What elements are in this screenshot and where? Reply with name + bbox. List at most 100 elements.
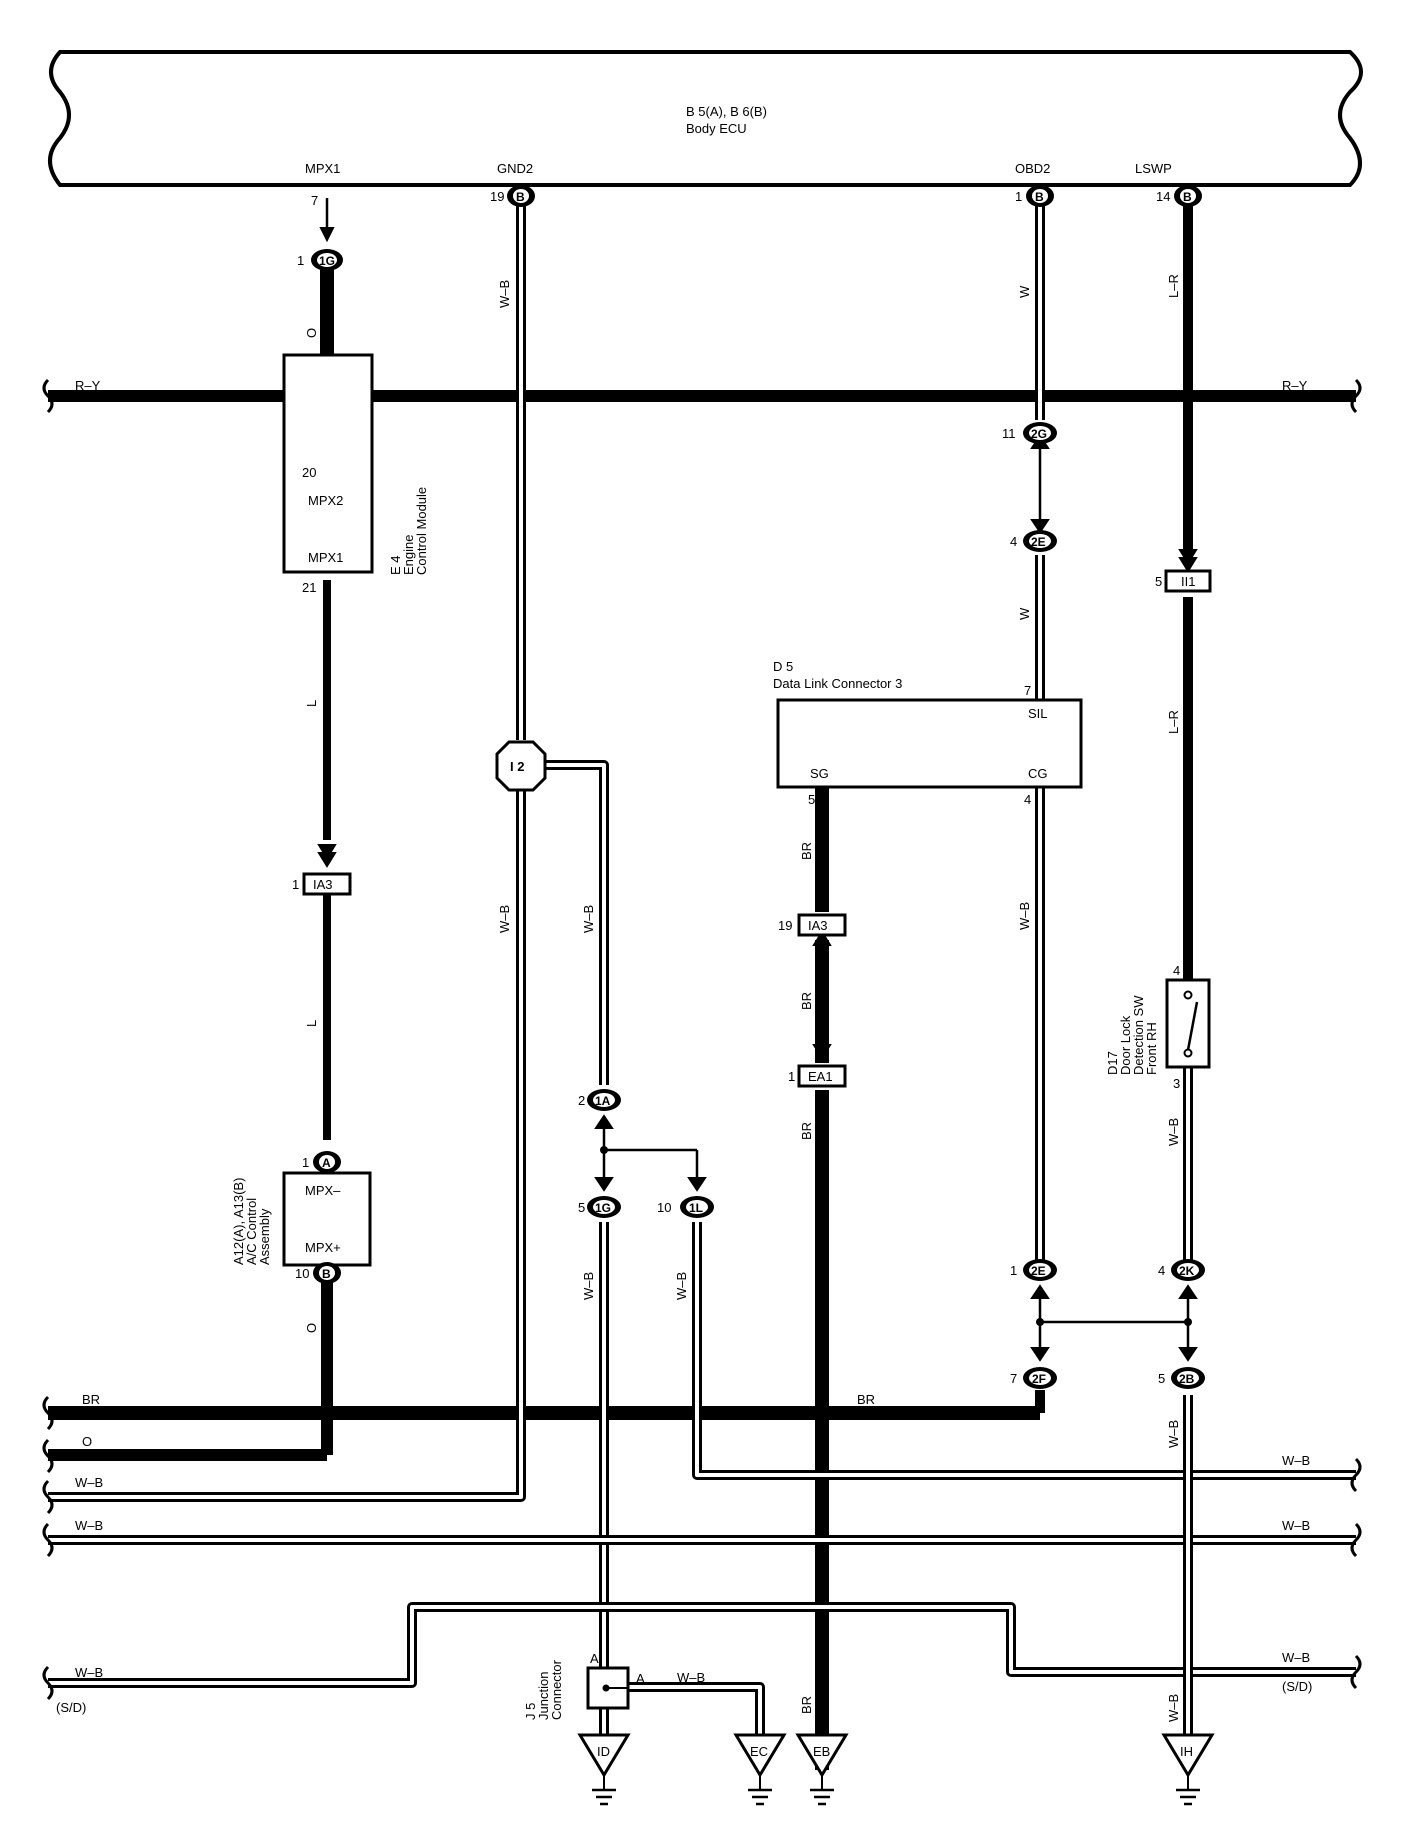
- svg-text:R–Y: R–Y: [1282, 378, 1308, 393]
- svg-text:4: 4: [1024, 792, 1031, 807]
- svg-text:EA1: EA1: [808, 1069, 833, 1084]
- dlc3-terminal-cg: CG: [1028, 766, 1048, 781]
- svg-text:2B: 2B: [1179, 1372, 1195, 1386]
- svg-text:14: 14: [1156, 189, 1170, 204]
- door-lock-detection-switch[interactable]: D17 Door Lock Detection SW Front RH: [1105, 978, 1211, 1075]
- svg-text:2G: 2G: [1031, 427, 1047, 441]
- ground-id[interactable]: ID: [577, 1733, 631, 1806]
- pin-numbers: 7 1 20 21 1 1 10 19 1 14 11 4 5 7 5 4 19…: [292, 189, 1180, 1386]
- svg-text:20: 20: [302, 465, 316, 480]
- junction-connector[interactable]: A A J 5 Junction Connector: [523, 1651, 645, 1720]
- connector-ii1[interactable]: II1: [1164, 569, 1212, 593]
- svg-text:4: 4: [1173, 963, 1180, 978]
- connector-ea1[interactable]: EA1: [797, 1064, 847, 1088]
- svg-text:W–B: W–B: [75, 1665, 103, 1680]
- ground-eb-label: EB: [813, 1744, 830, 1759]
- svg-text:W–B: W–B: [1166, 1118, 1181, 1146]
- svg-text:W–B: W–B: [75, 1518, 103, 1533]
- break-marks: [42, 378, 1362, 1701]
- svg-text:4: 4: [1158, 1263, 1165, 1278]
- j5-pin-out: A: [636, 1671, 645, 1686]
- connector-2g[interactable]: 2G: [1023, 422, 1057, 444]
- svg-text:W–B: W–B: [581, 1272, 596, 1300]
- sw-name-2: Detection SW: [1131, 995, 1146, 1075]
- ground-ec[interactable]: EC: [733, 1733, 787, 1806]
- chevron-down-icon: [594, 1177, 614, 1192]
- svg-text:5: 5: [578, 1200, 585, 1215]
- svg-text:10: 10: [295, 1266, 309, 1281]
- svg-text:W–B: W–B: [497, 905, 512, 933]
- connector-2e-bottom[interactable]: 2E: [1023, 1259, 1057, 1281]
- data-link-connector-3[interactable]: D 5 Data Link Connector 3 SIL SG CG: [773, 659, 1083, 789]
- junction-dots: [600, 1146, 1192, 1326]
- arrow-down-icon: [319, 227, 335, 243]
- svg-text:4: 4: [1010, 534, 1017, 549]
- ground-icon: [795, 1733, 849, 1778]
- connector-1g-bottom[interactable]: 1G: [587, 1196, 621, 1218]
- connector-2b[interactable]: 2B: [1171, 1367, 1205, 1389]
- svg-text:2E: 2E: [1031, 535, 1046, 549]
- dlc3-code: D 5: [773, 659, 793, 674]
- ac-control-assembly[interactable]: MPX– MPX+ A12(A), A13(B) A/C Control Ass…: [231, 1171, 372, 1267]
- svg-text:(S/D): (S/D): [56, 1700, 86, 1715]
- connector-b-gnd2[interactable]: B: [507, 185, 535, 207]
- svg-text:W–B: W–B: [674, 1272, 689, 1300]
- ac-name-1: A/C Control: [244, 1198, 259, 1265]
- switch-contact-icon: [1186, 1001, 1199, 1051]
- chevron-up-icon: [1178, 1284, 1198, 1299]
- body-ecu[interactable]: B 5(A), B 6(B) Body ECU MPX1 GND2 OBD2 L…: [48, 50, 1363, 187]
- svg-text:2F: 2F: [1032, 1372, 1046, 1386]
- connector-b-ac[interactable]: B: [313, 1262, 341, 1284]
- svg-text:II1: II1: [1181, 574, 1195, 589]
- j5-pin-in: A: [590, 1651, 599, 1666]
- svg-text:2K: 2K: [1179, 1264, 1195, 1278]
- connector-1l[interactable]: 1L: [680, 1196, 714, 1218]
- svg-text:L: L: [304, 700, 319, 707]
- svg-text:11: 11: [1002, 426, 1016, 441]
- svg-text:5: 5: [808, 792, 815, 807]
- connectors: 1G B B B 2G 2E A: [302, 185, 1212, 1389]
- svg-text:W: W: [1017, 607, 1032, 620]
- connector-i2[interactable]: I 2: [495, 740, 547, 792]
- ac-code: A12(A), A13(B): [231, 1178, 246, 1265]
- svg-text:W–B: W–B: [1166, 1420, 1181, 1448]
- svg-text:W–B: W–B: [677, 1670, 705, 1685]
- ground-eb[interactable]: EB: [795, 1733, 849, 1806]
- connector-b-lswp[interactable]: B: [1174, 185, 1202, 207]
- connector-b-obd2[interactable]: B: [1026, 185, 1054, 207]
- connector-2e-top[interactable]: 2E: [1023, 530, 1057, 552]
- svg-text:7: 7: [1010, 1371, 1017, 1386]
- svg-text:B: B: [516, 190, 525, 204]
- chevron-down-icon: [317, 844, 337, 860]
- svg-text:7: 7: [311, 193, 318, 208]
- ground-ih[interactable]: IH: [1161, 1733, 1215, 1806]
- ground-icon: [733, 1733, 787, 1778]
- svg-text:5: 5: [1158, 1371, 1165, 1386]
- ground-id-label: ID: [597, 1744, 610, 1759]
- svg-text:W–B: W–B: [1017, 902, 1032, 930]
- svg-text:IA3: IA3: [808, 918, 828, 933]
- svg-text:1: 1: [1010, 1263, 1017, 1278]
- svg-text:BR: BR: [857, 1392, 875, 1407]
- connector-1a[interactable]: 1A: [587, 1089, 621, 1111]
- connector-ia3-left[interactable]: IA3: [302, 872, 352, 896]
- body-ecu-code: B 5(A), B 6(B): [686, 104, 767, 119]
- sw-name-1: Door Lock: [1118, 1015, 1133, 1075]
- ecm-code: E 4: [388, 555, 403, 575]
- chevron-up-icon: [812, 930, 832, 946]
- ground-ec-label: EC: [750, 1744, 768, 1759]
- chevron-up-icon: [1030, 1284, 1050, 1299]
- connector-a-ac[interactable]: A: [313, 1151, 341, 1173]
- ground-icon: [1161, 1733, 1215, 1778]
- connector-1g-top[interactable]: 1G: [311, 249, 343, 271]
- svg-text:1: 1: [292, 877, 299, 892]
- connector-2f[interactable]: 2F: [1023, 1367, 1057, 1389]
- svg-text:W–B: W–B: [497, 280, 512, 308]
- svg-text:O: O: [82, 1434, 92, 1449]
- connector-2k[interactable]: 2K: [1171, 1259, 1205, 1281]
- chevron-down-icon: [1178, 549, 1198, 565]
- connector-ia3-mid[interactable]: IA3: [797, 913, 847, 937]
- engine-control-module[interactable]: MPX2 MPX1 E 4 Engine Control Module: [282, 353, 429, 575]
- svg-text:1: 1: [788, 1069, 795, 1084]
